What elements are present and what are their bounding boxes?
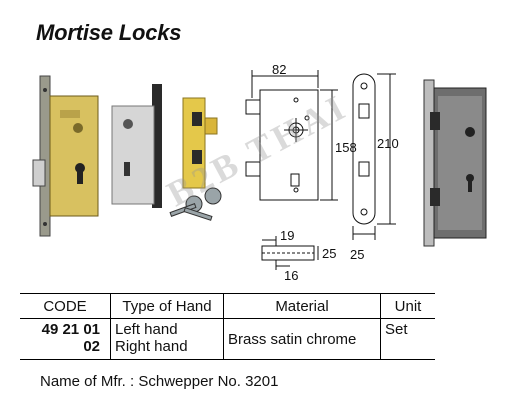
manufacturer-value: Schwepper No. 3201 — [138, 373, 279, 390]
face-plate-drawing — [352, 73, 396, 240]
header-unit: Unit — [380, 293, 435, 319]
page-title: Mortise Locks — [36, 20, 182, 45]
code-line-1: 49 21 01 — [41, 321, 100, 338]
dim-cyl-b: 25 — [322, 246, 336, 261]
manufacturer-label: Name of Mfr. : — [40, 373, 139, 390]
side-lock-photo — [423, 79, 487, 247]
cell-unit: Set — [380, 318, 435, 360]
header-type-of-hand: Type of Hand — [110, 293, 224, 319]
hand-line-2: Right hand — [115, 338, 188, 355]
dim-height-plate: 210 — [377, 136, 399, 151]
lock-case-drawing — [245, 70, 338, 201]
chrome-lock-photo — [111, 84, 222, 221]
cell-material: Brass satin chrome — [223, 318, 381, 360]
header-code: CODE — [20, 293, 111, 319]
manufacturer-line: Name of Mfr. : Schwepper No. 3201 — [40, 373, 278, 390]
keys-icon — [169, 187, 222, 221]
cylinder-section-drawing — [261, 236, 319, 270]
product-illustrations: 82 158 210 25 19 25 16 — [32, 62, 487, 283]
hand-line-1: Left hand — [115, 321, 178, 338]
cell-hand: Left hand Right hand — [110, 318, 224, 360]
dim-width-top: 82 — [272, 62, 286, 77]
brass-lock-photo — [32, 75, 99, 237]
spec-table: CODE Type of Hand Material Unit 49 21 01… — [20, 293, 435, 360]
dim-plate-width: 25 — [350, 247, 364, 262]
table-row: 49 21 01 02 Left hand Right hand Brass s… — [20, 318, 435, 360]
dim-height-case: 158 — [335, 140, 357, 155]
cell-code: 49 21 01 02 — [20, 318, 111, 360]
spec-table-header-row: CODE Type of Hand Material Unit — [20, 293, 435, 319]
dim-cyl-c: 16 — [284, 268, 298, 283]
header-material: Material — [223, 293, 381, 319]
dim-cyl-a: 19 — [280, 228, 294, 243]
code-line-2: 02 — [83, 338, 100, 355]
